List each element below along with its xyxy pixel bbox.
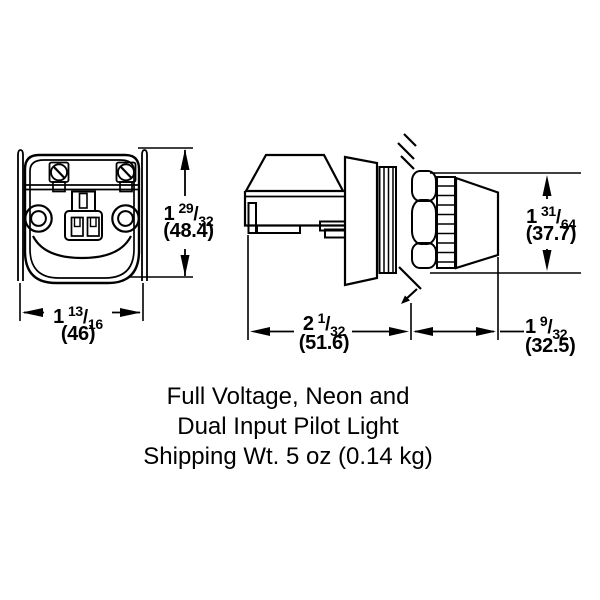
hex-nut-facet-bottom — [411, 242, 437, 269]
connector-prong-right-slot — [89, 216, 97, 228]
side-view-drawing — [243, 133, 500, 304]
dimension-side-height-label: 131/64 (37.7) — [518, 199, 584, 245]
dimension-side-height-metric: (37.7) — [518, 224, 584, 245]
dimension-rear-height-fraction: 129/32 — [156, 196, 221, 229]
dim-whole: 1 — [526, 206, 537, 228]
screw-right-slot — [119, 165, 133, 179]
dimension-rear-height-metric: (48.4) — [156, 221, 221, 242]
screw-left-clamp — [52, 181, 66, 193]
side-dimension-lines — [247, 172, 581, 340]
threaded-collar-threads — [383, 167, 394, 273]
lens — [454, 176, 500, 270]
hex-nut-facet-top — [411, 170, 437, 202]
side-height-arrow-down — [542, 250, 552, 271]
dim-slash: / — [325, 314, 331, 335]
retaining-clip-left-wire — [17, 149, 24, 281]
caption: Full Voltage, Neon and Dual Input Pilot … — [88, 382, 488, 472]
dim-numerator: 13 — [67, 303, 83, 319]
hex-nut-facet-middle — [411, 199, 437, 245]
dim-whole: 1 — [163, 203, 175, 225]
rear-dimension-lines — [19, 147, 193, 321]
rear-height-arrow-down — [180, 255, 190, 276]
caption-line-1: Full Voltage, Neon and — [166, 383, 410, 410]
side-front-width-arrow-left — [413, 327, 433, 336]
screw-left-slot — [52, 165, 66, 179]
side-height-arrow-up — [542, 175, 552, 196]
rear-view-drawing — [17, 149, 148, 285]
body-inner-outline — [29, 159, 135, 279]
dimension-side-body-width-metric: (51.6) — [291, 333, 357, 354]
rear-width-arrow-left — [22, 308, 43, 317]
knurled-ring-ribs — [437, 185, 455, 263]
dim-slash: / — [547, 317, 553, 338]
dim-slash: / — [555, 207, 561, 228]
screw-right-head — [117, 163, 135, 182]
retaining-clip-right-wire — [141, 149, 148, 281]
dim-numerator: 31 — [540, 203, 556, 219]
connector-upper-key — [78, 192, 88, 209]
panel-hatch-top — [397, 133, 417, 170]
caption-line-2: Dual Input Pilot Light — [177, 413, 399, 440]
dimension-rear-height-label: 129/32 (48.4) — [156, 196, 221, 242]
dim-slash: / — [193, 204, 199, 225]
connector-lower — [64, 210, 103, 241]
mounting-bezel — [343, 155, 379, 287]
dim-slash: / — [82, 307, 88, 328]
dim-numerator: 9 — [539, 313, 548, 329]
terminal-right-outer — [111, 204, 140, 233]
dimension-rear-width-metric: (46) — [44, 324, 112, 345]
housing-foot — [256, 224, 301, 234]
dimension-side-height-fraction: 131/64 — [518, 199, 584, 232]
terminal-left-outer — [24, 204, 53, 233]
screw-left-head — [50, 163, 68, 182]
clip-band — [25, 184, 139, 191]
knurled-ring — [436, 176, 456, 269]
terminal-right-inner — [117, 210, 134, 227]
housing-body — [243, 191, 345, 227]
body-outline — [23, 153, 141, 285]
dim-whole: 1 — [53, 306, 64, 328]
housing-roof — [244, 153, 345, 193]
caption-line-3: Shipping Wt. 5 oz (0.14 kg) — [143, 443, 433, 470]
connector-prong-left-slot — [73, 216, 81, 228]
rear-width-arrow-right — [120, 308, 141, 317]
dim-whole: 1 — [525, 316, 536, 338]
dim-numerator: 29 — [178, 200, 194, 216]
panel-hatch-arrowhead — [401, 295, 410, 304]
lower-arch — [32, 235, 132, 260]
terminal-left-inner — [30, 210, 47, 227]
housing-clip-tab — [247, 202, 257, 234]
dim-numerator: 1 — [317, 310, 326, 326]
panel-hatch-bottom — [398, 266, 422, 301]
screw-right-clamp — [119, 181, 133, 193]
dimension-side-front-width-metric: (32.5) — [525, 336, 597, 357]
dim-whole: 2 — [302, 313, 314, 335]
side-body-width-arrow-left — [250, 327, 270, 336]
side-body-width-arrow-right — [389, 327, 409, 336]
rear-height-arrow-up — [180, 149, 190, 170]
side-front-width-arrow-right — [476, 327, 496, 336]
